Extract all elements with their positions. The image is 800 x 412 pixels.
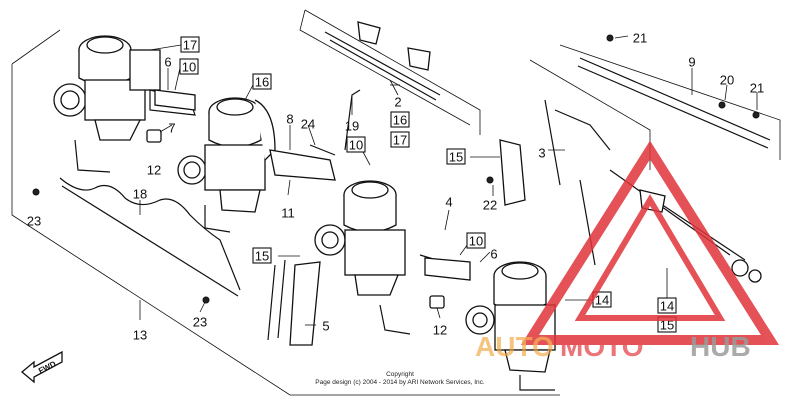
- callout-number: 10: [349, 138, 363, 153]
- callout-box: [390, 111, 410, 128]
- boxed-callout-c15a: 15: [252, 247, 272, 264]
- copyright-line-2: Page design (c) 2004 - 2014 by ARI Netwo…: [315, 379, 485, 386]
- callout-box: [252, 73, 272, 90]
- callout-c21a: 21: [633, 31, 647, 46]
- copyright-line-1: Copyright: [386, 371, 414, 378]
- callout-c23a: 23: [27, 214, 41, 229]
- callout-number: 23: [193, 315, 207, 330]
- callout-c19: 19: [345, 119, 359, 134]
- callout-box: [466, 232, 486, 249]
- carburetor-1: [53, 35, 196, 173]
- callout-number: 12: [433, 323, 447, 338]
- boxed-callout-c10a: 10: [179, 58, 199, 75]
- carburetor-4: [465, 261, 556, 391]
- callout-c12b: 12: [433, 323, 447, 338]
- callout-number: 10: [469, 234, 483, 249]
- callout-c6a: 6: [164, 55, 171, 70]
- automotohub-watermark-logo: AUTO MOTO HUB: [475, 140, 780, 362]
- callout-number: 21: [633, 31, 647, 46]
- callout-box: [346, 136, 366, 153]
- callout-c18: 18: [133, 187, 147, 202]
- callout-number: 2: [394, 95, 401, 110]
- callout-c8: 8: [286, 112, 293, 127]
- callout-number: 6: [164, 55, 171, 70]
- boxed-callout-c16a: 16: [252, 73, 272, 90]
- carburetor-2: [177, 97, 276, 233]
- callout-number: 13: [133, 328, 147, 343]
- callout-number: 14: [595, 293, 609, 308]
- bolt-icons: [32, 34, 760, 304]
- fwd-arrow-icon: FWD: [20, 350, 63, 384]
- callout-number: 11: [281, 206, 295, 221]
- callout-c12a: 12: [147, 163, 161, 178]
- callout-number: 6: [490, 247, 497, 262]
- callout-number: 14: [660, 299, 674, 314]
- callout-box: [657, 297, 677, 314]
- callout-number: 20: [720, 73, 734, 88]
- callout-number: 18: [133, 187, 147, 202]
- leader-lines: [139, 35, 758, 326]
- boxed-callout-c15b: 15: [446, 148, 466, 165]
- callout-box: [390, 131, 410, 148]
- callout-number: 5: [322, 319, 329, 334]
- callout-number: 16: [393, 113, 407, 128]
- boxed-callout-c10b: 10: [466, 232, 486, 249]
- callout-c4: 4: [445, 195, 452, 210]
- callout-c9: 9: [688, 55, 695, 70]
- callout-number: 15: [449, 150, 463, 165]
- carburetor-3: [314, 180, 411, 335]
- callout-c21b: 21: [750, 81, 764, 96]
- callout-number: 17: [183, 38, 197, 53]
- callout-c22: 22: [483, 198, 497, 213]
- boxed-callout-c17b: 17: [390, 131, 410, 148]
- callout-number: 10: [182, 60, 196, 75]
- callout-number: 24: [301, 117, 315, 132]
- callout-c20: 20: [720, 73, 734, 88]
- callout-number: 17: [393, 133, 407, 148]
- svg-text:HUB: HUB: [690, 331, 751, 362]
- callout-number: 3: [538, 146, 545, 161]
- callout-c7: 7: [168, 121, 175, 136]
- callout-number: 19: [345, 119, 359, 134]
- callout-box: [179, 58, 199, 75]
- callout-number: 9: [688, 55, 695, 70]
- callout-number: 8: [286, 112, 293, 127]
- callout-c5: 5: [322, 319, 329, 334]
- callout-number: 4: [445, 195, 452, 210]
- boxed-callout-c14a: 14: [592, 291, 612, 308]
- svg-text:MOTO: MOTO: [560, 331, 643, 362]
- callout-number: 15: [255, 249, 269, 264]
- callout-number: 12: [147, 163, 161, 178]
- callout-box: [180, 36, 200, 53]
- callout-c11: 11: [281, 206, 295, 221]
- boxed-callout-c17a: 17: [180, 36, 200, 53]
- callout-c13: 13: [133, 328, 147, 343]
- boxed-callout-c16b: 16: [390, 111, 410, 128]
- callout-number: 16: [255, 75, 269, 90]
- callout-number: 7: [168, 121, 175, 136]
- callout-box: [446, 148, 466, 165]
- boxed-callout-c14b: 14: [657, 297, 677, 314]
- callout-number: 23: [27, 214, 41, 229]
- callout-number: 21: [750, 81, 764, 96]
- diagram-frame: [11, 9, 781, 396]
- svg-text:AUTO: AUTO: [475, 331, 554, 362]
- callout-c23b: 23: [193, 315, 207, 330]
- callout-c2: 2: [394, 95, 401, 110]
- callout-c3: 3: [538, 146, 545, 161]
- callout-number: 22: [483, 198, 497, 213]
- callout-c24: 24: [301, 117, 315, 132]
- callout-number: 15: [660, 318, 674, 333]
- linkage-parts: [59, 21, 771, 346]
- callout-box: [252, 247, 272, 264]
- callout-c6b: 6: [490, 247, 497, 262]
- boxed-callout-c10c: 10: [346, 136, 366, 153]
